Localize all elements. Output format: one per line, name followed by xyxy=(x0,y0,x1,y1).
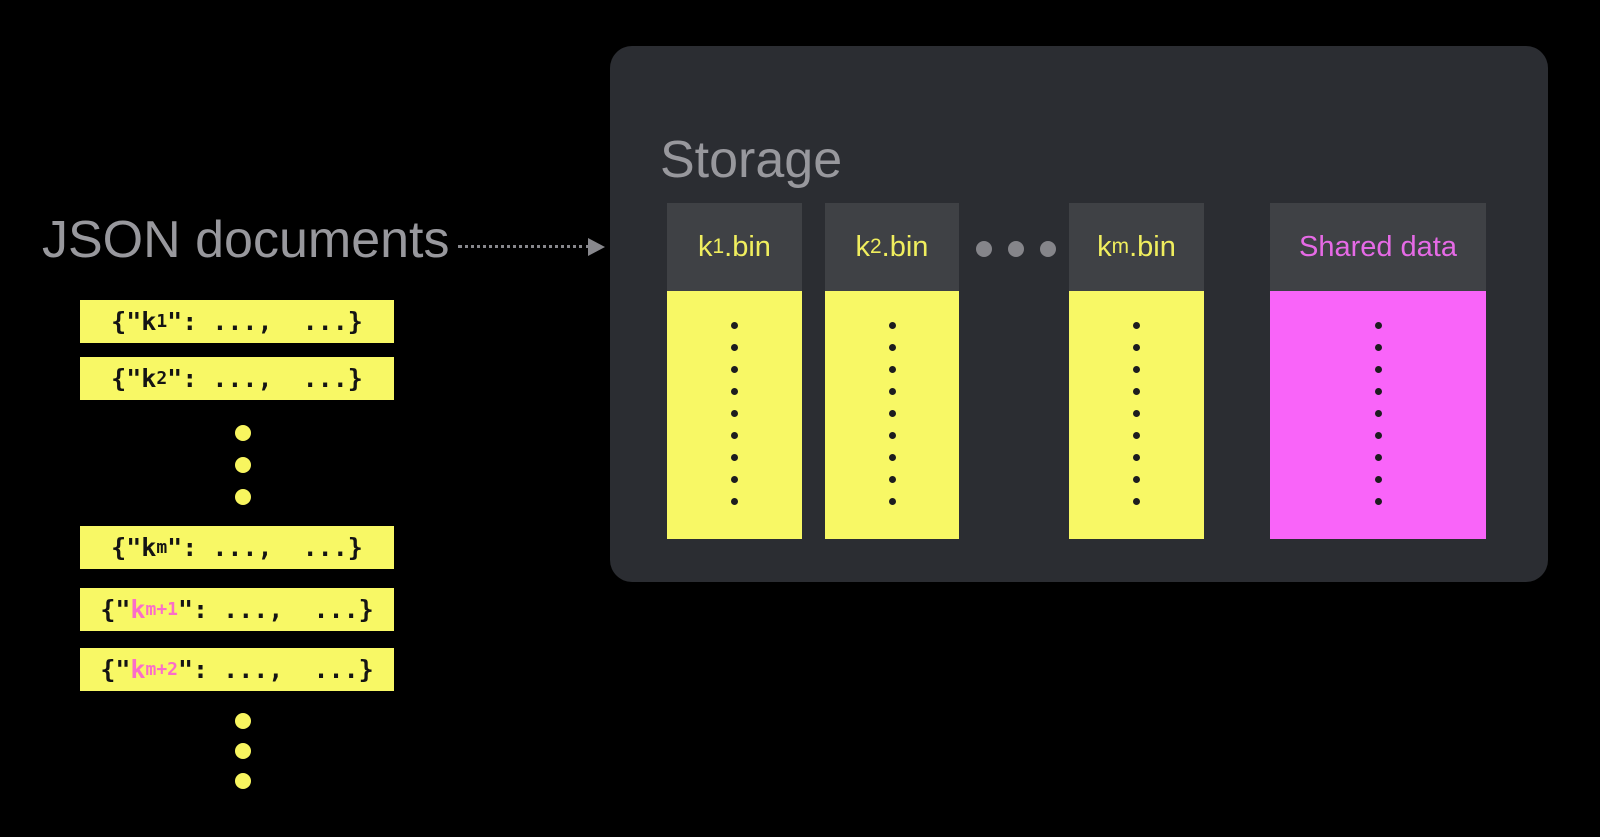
column-content-dot xyxy=(888,498,896,505)
column-content-dot xyxy=(1374,476,1382,483)
storage-column-body xyxy=(1069,291,1204,539)
json-documents-label: JSON documents xyxy=(42,211,450,269)
horizontal-ellipsis-dot xyxy=(1008,241,1024,257)
column-content-dot xyxy=(888,454,896,461)
column-content-dot xyxy=(1374,388,1382,395)
column-content-dot xyxy=(888,388,896,395)
column-content-dot xyxy=(1133,432,1140,439)
arrow-head-icon xyxy=(588,238,605,256)
column-content-dot xyxy=(731,344,738,351)
column-content-dot xyxy=(1374,322,1382,329)
column-content-dot xyxy=(888,344,896,351)
storage-title: Storage xyxy=(660,131,843,189)
column-content-dot xyxy=(888,410,896,417)
horizontal-ellipsis xyxy=(976,241,1056,257)
vertical-ellipsis-dot xyxy=(235,489,251,505)
column-content-dot xyxy=(888,432,896,439)
column-content-dot xyxy=(888,366,896,373)
storage-column-body xyxy=(667,291,802,539)
column-content-dot xyxy=(1133,454,1140,461)
column-content-dot xyxy=(1133,322,1140,329)
storage-column-body xyxy=(825,291,959,539)
column-content-dot xyxy=(1133,498,1140,505)
storage-column-header: Shared data xyxy=(1270,203,1486,291)
column-content-dot xyxy=(731,366,738,373)
column-content-dot xyxy=(1133,344,1140,351)
arrow-dotted-line xyxy=(458,245,590,248)
column-content-dot xyxy=(1374,366,1382,373)
column-content-dot xyxy=(1374,498,1382,505)
column-content-dot xyxy=(731,432,738,439)
column-content-dot xyxy=(1133,476,1140,483)
column-content-dot xyxy=(1374,454,1382,461)
vertical-ellipsis-dot xyxy=(235,773,251,789)
column-content-dot xyxy=(888,322,896,329)
column-content-dot xyxy=(888,476,896,483)
column-content-dot xyxy=(731,388,738,395)
column-content-dot xyxy=(731,322,738,329)
horizontal-ellipsis-dot xyxy=(976,241,992,257)
column-content-dot xyxy=(731,498,738,505)
column-content-dot xyxy=(731,410,738,417)
vertical-ellipsis-dot xyxy=(235,457,251,473)
column-content-dot xyxy=(1133,410,1140,417)
storage-column-body xyxy=(1270,291,1486,539)
column-content-dot xyxy=(1374,410,1382,417)
vertical-ellipsis-dot xyxy=(235,743,251,759)
column-content-dot xyxy=(1133,366,1140,373)
column-content-dot xyxy=(1374,344,1382,351)
column-content-dot xyxy=(731,454,738,461)
vertical-ellipsis-dot xyxy=(235,425,251,441)
storage-column-shared: Shared data xyxy=(1270,203,1486,539)
horizontal-ellipsis-dot xyxy=(1040,241,1056,257)
column-content-dot xyxy=(1133,388,1140,395)
column-content-dot xyxy=(1374,432,1382,439)
vertical-ellipsis-dot xyxy=(235,713,251,729)
column-content-dot xyxy=(731,476,738,483)
